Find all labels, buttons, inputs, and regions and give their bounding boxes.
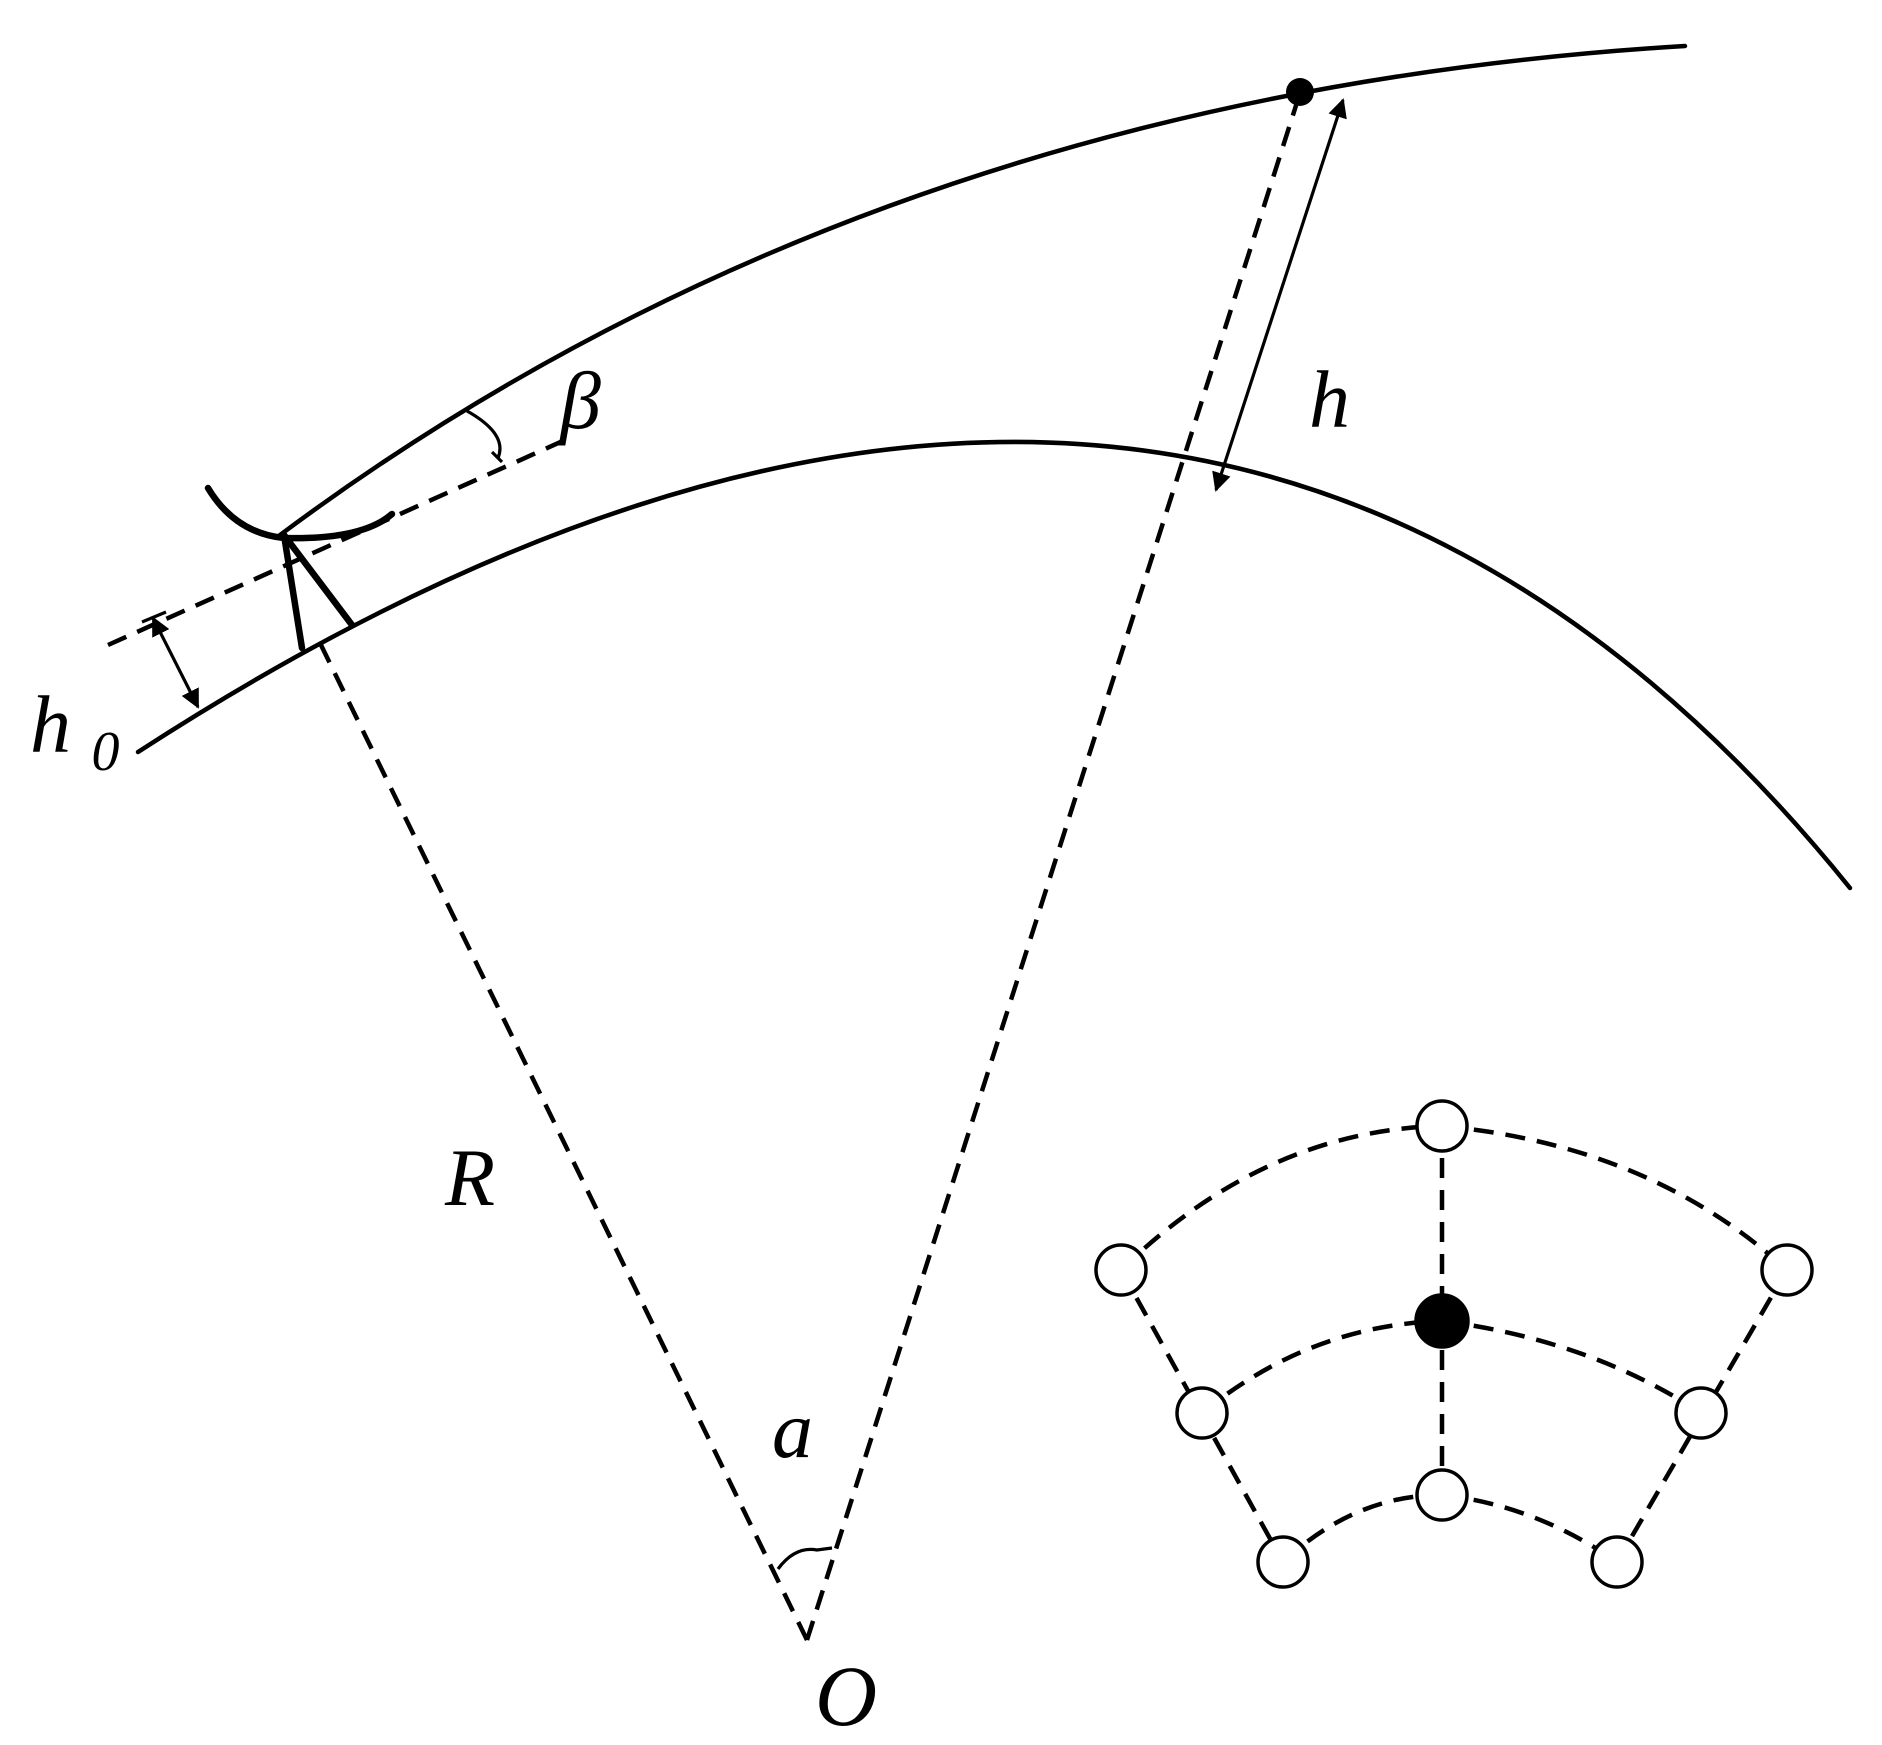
inset-outer-arc-right [1441,1123,1789,1272]
inset-middle-arc-right [1441,1318,1703,1415]
beta-angle-tick [490,450,504,464]
label-R: R [444,1132,495,1223]
inset-node [1415,1468,1469,1522]
tangent-dashed-line [107,437,566,648]
inset-node [1674,1386,1728,1440]
inset-center-node [1414,1293,1470,1349]
h-dimension-arrow [1212,98,1347,492]
label-beta: β [558,355,601,446]
beta-angle-arc [466,409,502,459]
h0-dimension-tick [141,610,167,624]
label-h0-base: h [30,679,71,770]
label-O: O [815,1648,877,1744]
radius-line-left [317,642,810,1641]
label-h0: h 0 [30,679,120,783]
inset-node [1760,1243,1814,1297]
inset-outer-arc [1119,1123,1443,1272]
antenna-mast [204,484,396,652]
label-h: h [1309,354,1350,445]
inset-node [1590,1535,1644,1589]
target-point [1286,78,1314,106]
alpha-angle-arc [776,1546,833,1570]
inset-node [1094,1243,1148,1297]
h0-dimension-arrow [151,616,200,709]
inset-node [1415,1099,1469,1153]
label-h0-subscript: 0 [92,721,120,783]
inset-node [1175,1386,1229,1440]
grid-cell-inset [1094,1099,1814,1589]
label-alpha: a [772,1384,813,1475]
inset-middle-arc [1200,1318,1443,1415]
inner-surface-curve [135,439,1853,891]
inset-node [1256,1535,1310,1589]
inset-inner-arc-right [1441,1492,1619,1564]
outer-surface-curve [277,43,1688,538]
